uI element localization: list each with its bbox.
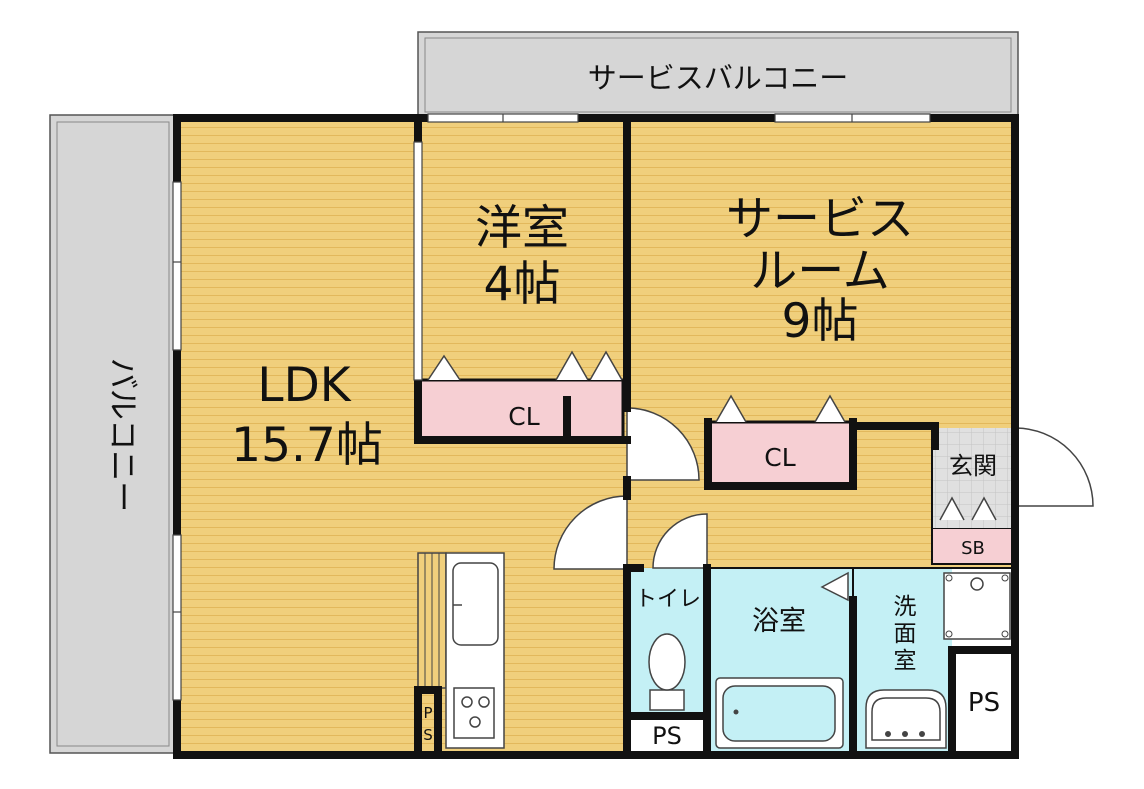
windows xyxy=(172,113,931,701)
toilet-fixture xyxy=(648,633,686,711)
ldk-size: 15.7帖 xyxy=(231,418,383,473)
left-balcony xyxy=(49,114,175,754)
entrance-label: 玄関 xyxy=(949,452,997,480)
service-room-size: 9帖 xyxy=(782,294,859,349)
closet-western xyxy=(416,378,625,442)
wash-basin xyxy=(865,689,947,749)
ps-right-label: PS xyxy=(968,688,1000,718)
western-room-size: 4帖 xyxy=(484,257,561,312)
ldk-name: LDK xyxy=(257,358,351,413)
ps-kitchen-char-p: P xyxy=(423,704,432,722)
service-room-name-line2: ルーム xyxy=(750,244,890,299)
ps-toilet-label: PS xyxy=(652,722,682,750)
kitchen-counter xyxy=(417,552,505,749)
door-swings xyxy=(553,407,1094,570)
western-room-name: 洋室 xyxy=(475,201,569,256)
service-balcony xyxy=(417,31,1019,119)
service-balcony-label: サービスバルコニー xyxy=(588,61,848,95)
ps-right-box xyxy=(952,650,1017,753)
washroom-char-2: 面 xyxy=(894,621,917,647)
shoe-box-label: SB xyxy=(961,538,985,559)
closet-service-label: CL xyxy=(764,443,795,472)
washing-machine-pan xyxy=(943,572,1011,640)
closet-western-label: CL xyxy=(508,402,539,431)
ps-toilet-box xyxy=(627,716,707,753)
toilet-label: トイレ xyxy=(635,587,701,612)
ps-kitchen-char-s: S xyxy=(423,726,433,744)
washroom-char-1: 洗 xyxy=(894,594,917,620)
balcony-label: バルコニー xyxy=(104,358,140,512)
closet-door-marks xyxy=(427,350,997,602)
bath-label: 浴室 xyxy=(752,606,806,637)
closet-service xyxy=(706,420,855,486)
service-room-name-line1: サービス xyxy=(726,192,914,247)
thin-walls xyxy=(707,428,1015,600)
washroom-char-3: 室 xyxy=(894,648,917,674)
shoe-box xyxy=(931,527,1015,565)
bathtub xyxy=(715,677,844,749)
